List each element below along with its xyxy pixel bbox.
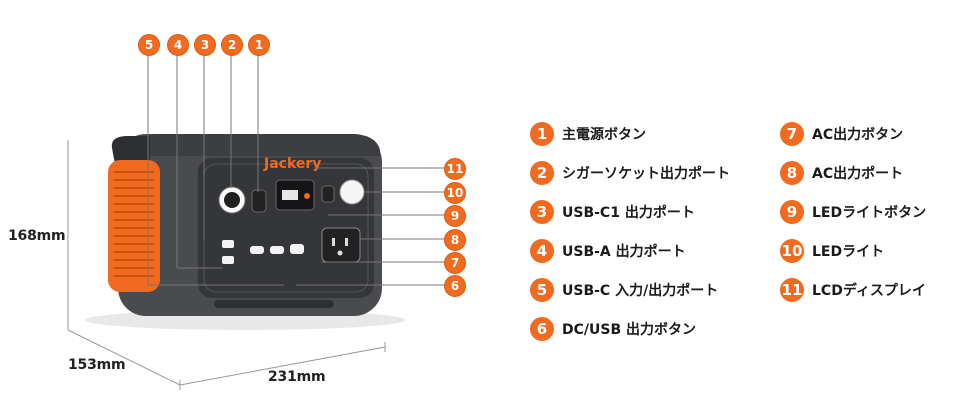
- legend-label: シガーソケット出力ポート: [562, 166, 730, 182]
- legend-number: 8: [780, 161, 804, 185]
- legend-number: 3: [530, 200, 554, 224]
- legend-label: LCDディスプレイ: [812, 283, 926, 299]
- legend-item-6: 6 DC/USB 出力ボタン: [530, 316, 696, 342]
- callout-2: 2: [221, 34, 243, 56]
- callout-3: 3: [194, 34, 216, 56]
- callout-9: 9: [444, 205, 466, 227]
- legend-label: LEDライトボタン: [812, 205, 927, 221]
- dimension-width: 231mm: [268, 369, 326, 385]
- legend-label: LEDライト: [812, 244, 885, 260]
- legend-item-9: 9 LEDライトボタン: [780, 199, 926, 225]
- legend-item-4: 4 USB-A 出力ポート: [530, 238, 686, 264]
- legend-number: 6: [530, 317, 554, 341]
- legend-number: 5: [530, 278, 554, 302]
- legend-label: USB-A 出力ポート: [562, 244, 686, 260]
- callout-11: 11: [444, 158, 466, 180]
- legend-item-2: 2 シガーソケット出力ポート: [530, 160, 730, 186]
- callout-5: 5: [138, 34, 160, 56]
- legend-item-8: 8 AC出力ポート: [780, 160, 903, 186]
- legend-number: 10: [780, 239, 804, 263]
- callout-1: 1: [248, 34, 270, 56]
- callout-10: 10: [444, 182, 466, 204]
- brand-logo: Jackery: [263, 156, 321, 172]
- legend-item-7: 7 AC出力ボタン: [780, 121, 903, 147]
- legend-label: AC出力ポート: [812, 166, 904, 182]
- legend-item-1: 1 主電源ボタン: [530, 121, 646, 147]
- dimension-height: 168mm: [8, 228, 66, 244]
- legend-number: 7: [780, 122, 804, 146]
- legend-number: 11: [780, 278, 804, 302]
- legend-number: 1: [530, 122, 554, 146]
- legend-label: DC/USB 出力ボタン: [562, 322, 697, 338]
- legend-label: USB-C1 出力ポート: [562, 205, 695, 221]
- callout-7: 7: [444, 252, 466, 274]
- legend-label: AC出力ボタン: [812, 127, 904, 143]
- legend-item-5: 5 USB-C 入力/出力ポート: [530, 277, 718, 303]
- callout-8: 8: [444, 229, 466, 251]
- callout-4: 4: [167, 34, 189, 56]
- legend-label: USB-C 入力/出力ポート: [562, 283, 719, 299]
- callout-6: 6: [444, 275, 466, 297]
- legend-number: 2: [530, 161, 554, 185]
- legend-label: 主電源ボタン: [562, 127, 646, 143]
- legend-item-11: 11 LCDディスプレイ: [780, 277, 926, 303]
- legend-item-10: 10 LEDライト: [780, 238, 884, 264]
- legend-number: 9: [780, 200, 804, 224]
- legend-number: 4: [530, 239, 554, 263]
- legend-item-3: 3 USB-C1 出力ポート: [530, 199, 695, 225]
- dimension-depth: 153mm: [68, 357, 126, 373]
